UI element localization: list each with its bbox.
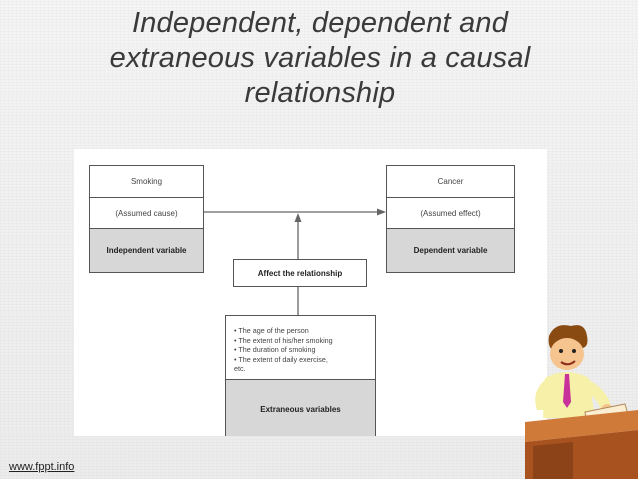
- cartoon-person-at-desk-illustration: [525, 325, 638, 479]
- affect-relationship-label: Affect the relationship: [257, 268, 343, 278]
- dependent-variable-box: Cancer (Assumed effect) Dependent variab…: [386, 165, 515, 273]
- extraneous-items-list: • The age of the person • The extent of …: [226, 316, 375, 380]
- extraneous-variables-box: • The age of the person • The extent of …: [225, 315, 376, 436]
- causal-diagram: Smoking (Assumed cause) Independent vari…: [74, 149, 547, 436]
- cause-effect-arrowhead: [377, 208, 386, 216]
- extraneous-item: • The age of the person: [234, 326, 309, 335]
- independent-label: Independent variable: [90, 229, 203, 272]
- diagram-arrows: [204, 208, 386, 315]
- fppt-website-link[interactable]: www.fppt.info: [9, 461, 75, 473]
- slide-title: Independent, dependent and extraneous va…: [70, 6, 570, 111]
- independent-example: Smoking: [90, 166, 203, 198]
- independent-note: (Assumed cause): [90, 198, 203, 229]
- extraneous-label: Extraneous variables: [226, 380, 375, 436]
- title-line-3: relationship: [244, 77, 396, 109]
- affect-relationship-box: Affect the relationship: [233, 259, 367, 287]
- independent-variable-box: Smoking (Assumed cause) Independent vari…: [89, 165, 204, 273]
- extraneous-item: • The duration of smoking: [234, 345, 316, 354]
- extraneous-item: • The extent of his/her smoking: [234, 335, 333, 345]
- extraneous-item: • The extent of daily exercise,: [234, 354, 328, 364]
- dependent-example: Cancer: [387, 166, 514, 198]
- title-line-1: Independent, dependent and: [131, 7, 509, 39]
- title-line-2: extraneous variables in a causal: [109, 42, 531, 74]
- affect-arrowhead: [294, 213, 302, 222]
- dependent-note: (Assumed effect): [387, 198, 514, 229]
- dependent-label: Dependent variable: [387, 229, 514, 272]
- extraneous-item: etc.: [234, 364, 246, 373]
